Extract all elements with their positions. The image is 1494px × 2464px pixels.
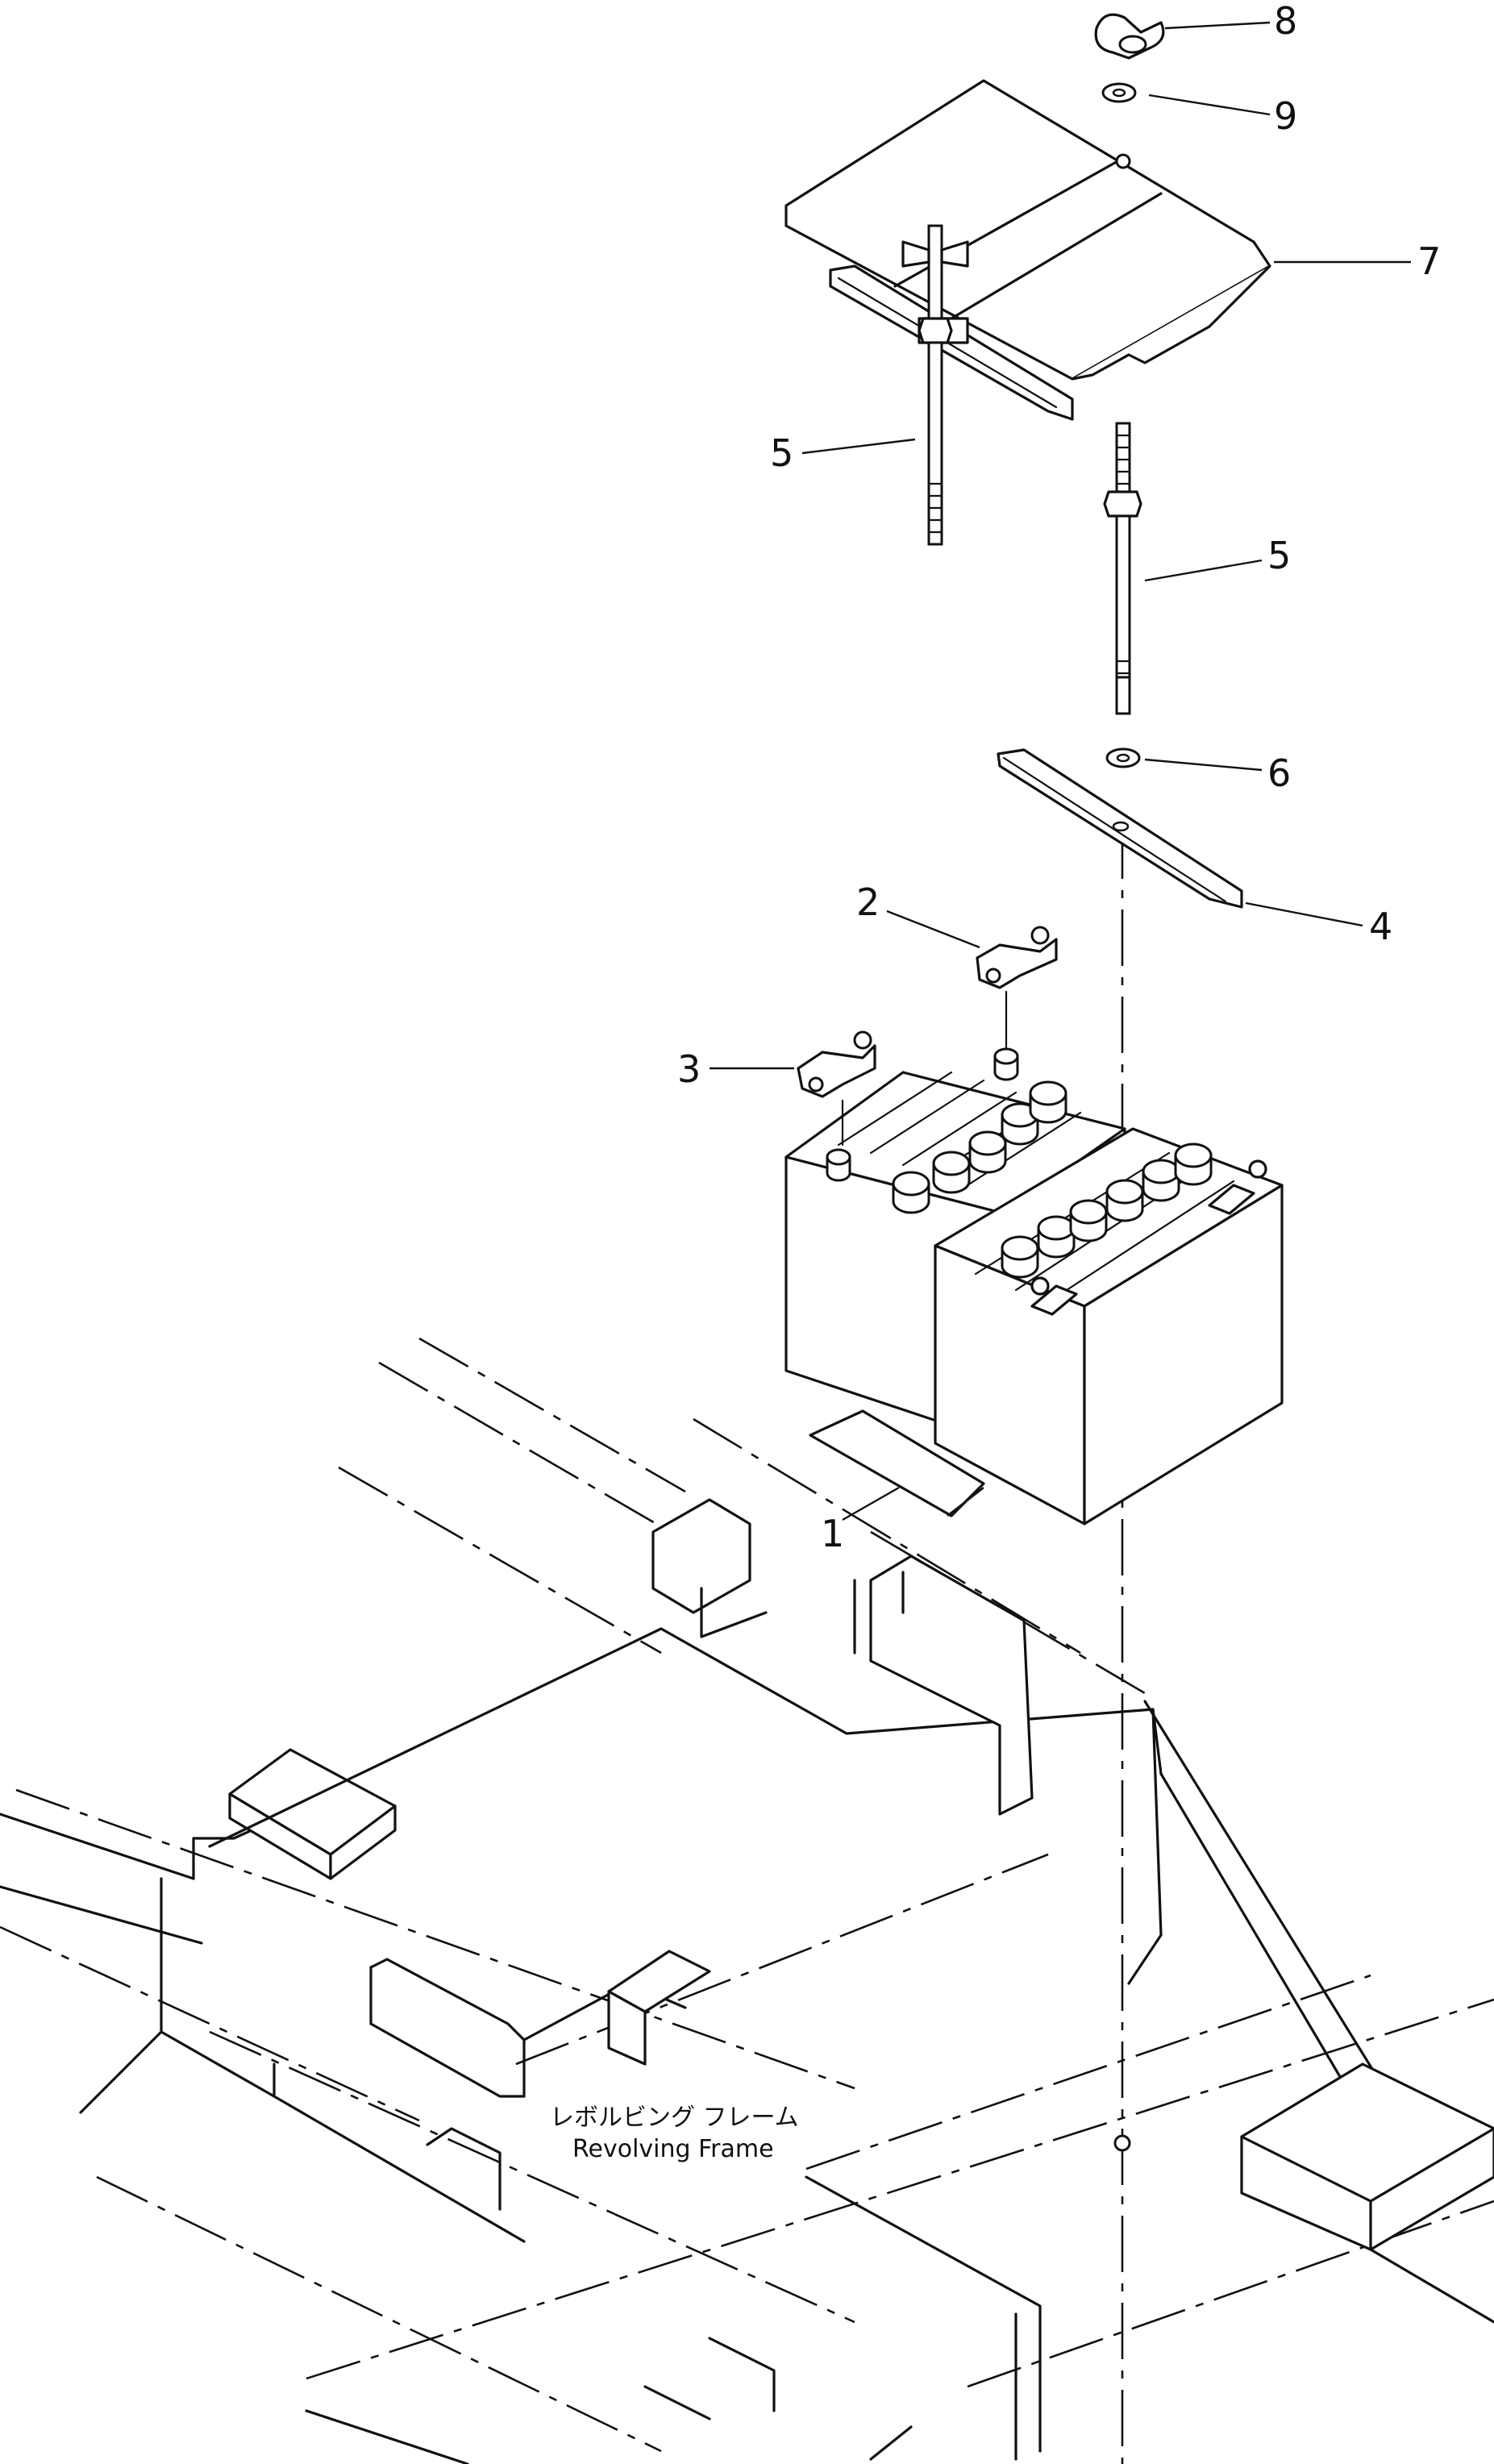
battery-cover <box>784 79 1271 381</box>
frame-label-en: Revolving Frame <box>572 2135 774 2163</box>
revolving-frame <box>0 1337 1494 2464</box>
callout-1: 1 <box>821 1512 844 1555</box>
j-bolt-left <box>901 224 969 546</box>
callout-9: 9 <box>1274 94 1297 138</box>
callout-4: 4 <box>1369 905 1392 948</box>
callout-3: 3 <box>677 1047 701 1091</box>
hold-down-bar <box>997 748 1243 909</box>
callout-5-left: 5 <box>770 431 793 475</box>
callout-5-right: 5 <box>1267 534 1291 577</box>
washer-9 <box>1101 82 1137 103</box>
frame-label: レボルビング フレーム Revolving Frame <box>550 2104 799 2163</box>
terminal-clamp-3 <box>797 1030 876 1147</box>
leader-lines <box>710 21 1411 1521</box>
mount-hole <box>1113 2134 1131 2152</box>
battery-right <box>934 1127 1284 1525</box>
j-bolt-right <box>1103 422 1142 715</box>
wing-nut-8 <box>1094 13 1165 60</box>
terminal-clamp-2 <box>976 926 1058 1050</box>
callout-6: 6 <box>1267 751 1291 795</box>
callout-2: 2 <box>856 880 880 924</box>
battery-pad <box>809 1409 985 1517</box>
frame-label-jp: レボルビング フレーム <box>550 2104 799 2132</box>
callout-7: 7 <box>1417 239 1441 283</box>
callout-8: 8 <box>1274 0 1297 43</box>
callout-labels: 8 9 7 5 5 6 4 2 3 1 <box>677 0 1441 1555</box>
